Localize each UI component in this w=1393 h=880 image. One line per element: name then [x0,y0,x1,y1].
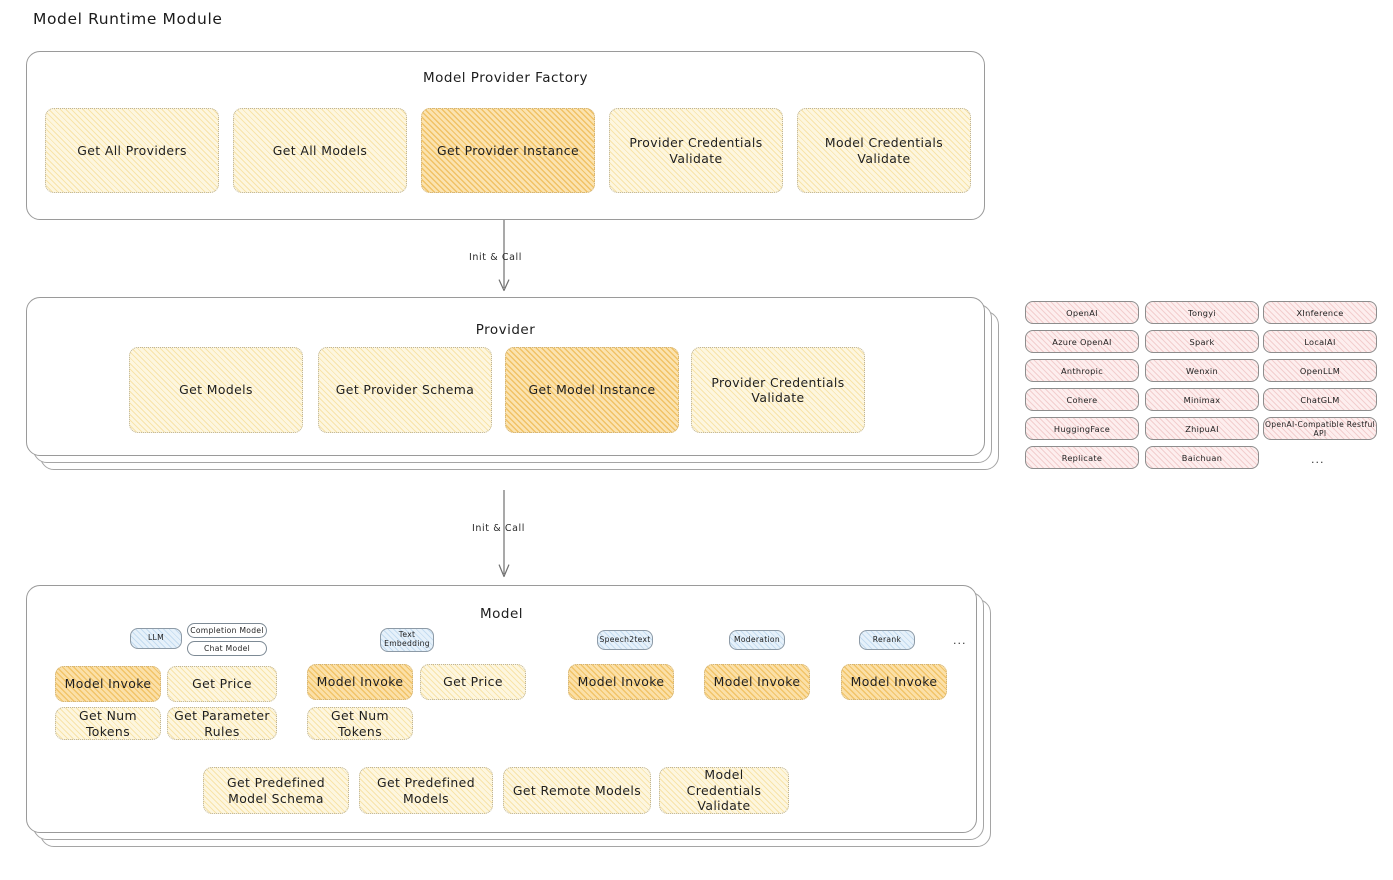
model-type-chip-llm[interactable]: LLM [130,628,182,649]
provider-chip-wenxin[interactable]: Wenxin [1145,359,1259,382]
arrow-factory-to-provider [498,220,510,292]
model-type-chip-rerank[interactable]: Rerank [859,630,915,650]
provider-chip-baichuan[interactable]: Baichuan [1145,446,1259,469]
model-box-get-predefined-model-schema[interactable]: Get Predefined Model Schema [203,767,349,814]
panel-title-factory: Model Provider Factory [422,70,588,86]
provider-box-get-model-instance[interactable]: Get Model Instance [505,347,679,433]
provider-chip-xinference[interactable]: XInference [1263,301,1377,324]
arrow-label-init-and-call-2: Init & Call [472,523,525,534]
factory-box-get-all-providers[interactable]: Get All Providers [45,108,219,193]
model-box-llm-get-parameter-rules[interactable]: Get Parameter Rules [167,707,277,740]
model-box-get-predefined-models[interactable]: Get Predefined Models [359,767,493,814]
model-box-rerank-model-invoke[interactable]: Model Invoke [841,664,947,700]
factory-box-get-provider-instance[interactable]: Get Provider Instance [421,108,595,193]
provider-chip-openllm[interactable]: OpenLLM [1263,359,1377,382]
model-box-speech2text-model-invoke[interactable]: Model Invoke [568,664,674,700]
provider-box-get-provider-schema[interactable]: Get Provider Schema [318,347,492,433]
model-box-llm-get-price[interactable]: Get Price [167,666,277,702]
provider-chip-anthropic[interactable]: Anthropic [1025,359,1139,382]
model-subtype-chip-completion-model[interactable]: Completion Model [187,623,267,638]
factory-box-provider-credentials-validate[interactable]: Provider Credentials Validate [609,108,783,193]
arrow-provider-to-model [498,490,510,578]
panel-model: Model LLM Completion Model Chat Model Te… [26,585,977,833]
page-title: Model Runtime Module [33,10,223,28]
provider-chip-zhipuai[interactable]: ZhipuAI [1145,417,1259,440]
panel-model-provider-factory: Model Provider Factory Get All Providers… [26,51,985,220]
model-box-get-remote-models[interactable]: Get Remote Models [503,767,651,814]
provider-chip-openai-compatible-restful-api[interactable]: OpenAI-Compatible Restful API [1263,417,1377,440]
arrow-label-init-and-call-1: Init & Call [469,252,522,263]
model-box-llm-get-num-tokens[interactable]: Get Num Tokens [55,707,161,740]
model-types-ellipsis: ... [953,634,967,647]
provider-chip-huggingface[interactable]: HuggingFace [1025,417,1139,440]
provider-box-provider-credentials-validate[interactable]: Provider Credentials Validate [691,347,865,433]
model-box-model-credentials-validate[interactable]: Model Credentials Validate [659,767,789,814]
model-type-chip-speech2text[interactable]: Speech2text [597,630,653,650]
model-box-text-embedding-get-num-tokens[interactable]: Get Num Tokens [307,707,413,740]
provider-chip-localai[interactable]: LocalAI [1263,330,1377,353]
provider-chip-minimax[interactable]: Minimax [1145,388,1259,411]
provider-chip-list-ellipsis: ... [1311,453,1325,466]
model-type-chip-moderation[interactable]: Moderation [729,630,785,650]
provider-chip-replicate[interactable]: Replicate [1025,446,1139,469]
model-subtype-chip-chat-model[interactable]: Chat Model [187,641,267,656]
model-box-moderation-model-invoke[interactable]: Model Invoke [704,664,810,700]
factory-box-model-credentials-validate[interactable]: Model Credentials Validate [797,108,971,193]
factory-box-get-all-models[interactable]: Get All Models [233,108,407,193]
provider-chip-tongyi[interactable]: Tongyi [1145,301,1259,324]
provider-chip-spark[interactable]: Spark [1145,330,1259,353]
panel-title-provider: Provider [475,322,536,338]
model-box-llm-model-invoke[interactable]: Model Invoke [55,666,161,702]
provider-box-get-models[interactable]: Get Models [129,347,303,433]
provider-chip-azure-openai[interactable]: Azure OpenAI [1025,330,1139,353]
model-box-text-embedding-get-price[interactable]: Get Price [420,664,526,700]
provider-chip-chatglm[interactable]: ChatGLM [1263,388,1377,411]
model-type-chip-text-embedding[interactable]: Text Embedding [380,628,434,652]
panel-title-model: Model [479,606,524,622]
panel-provider: Provider Get Models Get Provider Schema … [26,297,985,456]
provider-chip-openai[interactable]: OpenAI [1025,301,1139,324]
provider-chip-cohere[interactable]: Cohere [1025,388,1139,411]
model-box-text-embedding-model-invoke[interactable]: Model Invoke [307,664,413,700]
